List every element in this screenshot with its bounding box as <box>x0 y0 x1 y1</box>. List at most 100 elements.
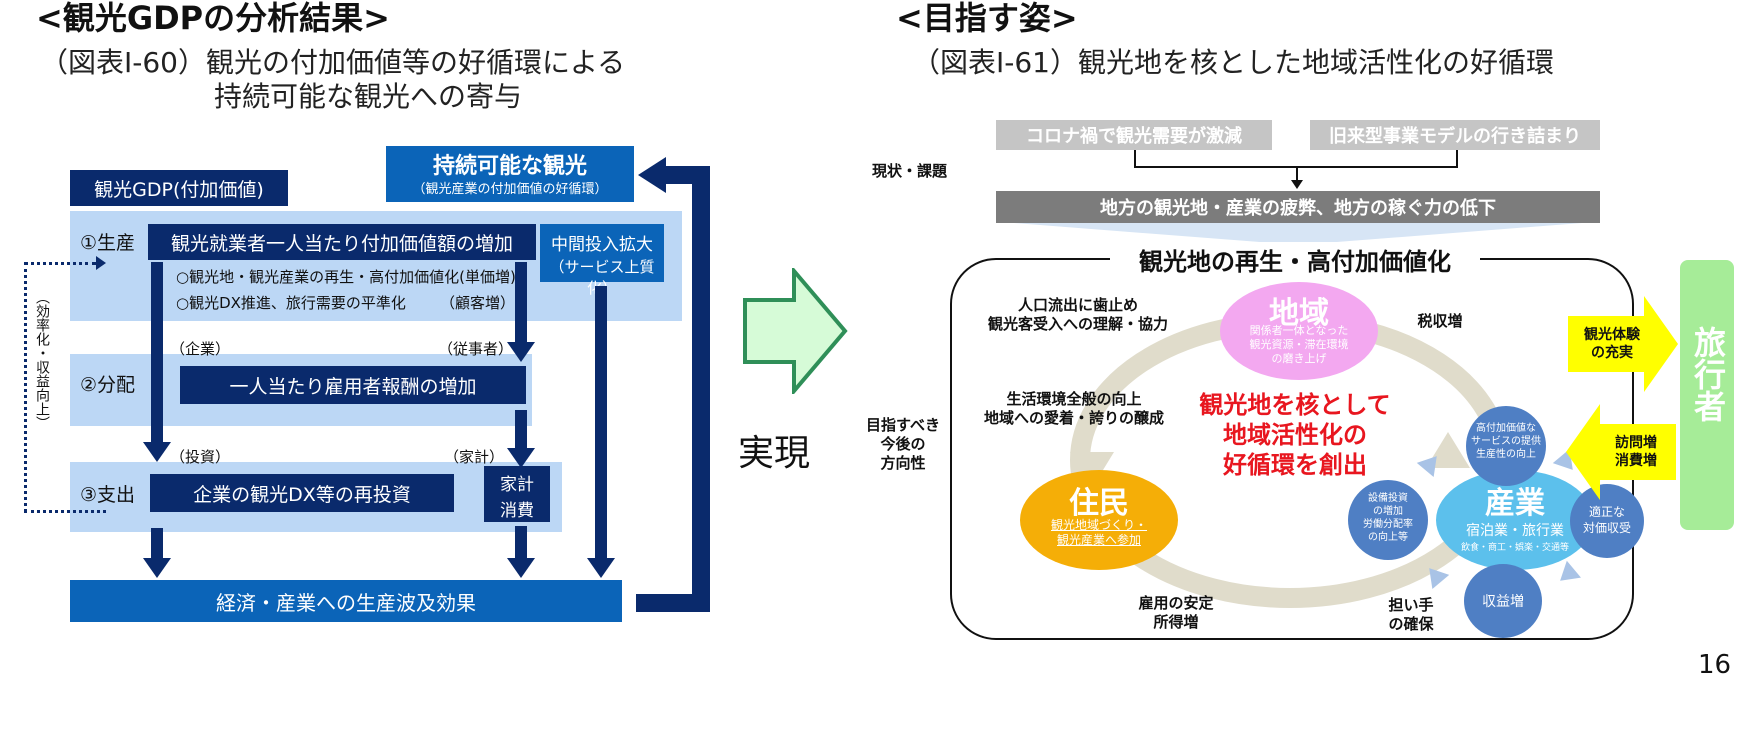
fair-price-text: 適正な 対価収受 <box>1570 504 1644 536</box>
right-caption: （図表Ⅰ-61）観光地を核とした地域活性化の好循環 <box>912 46 1554 79</box>
row3-right-tag: （家計） <box>444 448 505 466</box>
left-caption-line1: （図表Ⅰ-60）観光の付加価値等の好循環による <box>40 46 626 79</box>
bearer-line1: 担い手 <box>1388 596 1434 614</box>
industry-sub2: 飲食・商工・娯楽・交通等 <box>1460 543 1569 553</box>
page-number: 16 <box>1698 650 1732 680</box>
yellow-arrow-experience-text: 観光体験 の充実 <box>1574 326 1650 362</box>
issue-covid: コロナ禍で観光需要が激減 <box>996 120 1272 150</box>
circle-high-value: 高付加価値な サービスの提供 生産性の向上 <box>1466 406 1546 486</box>
experience-line2: の充実 <box>1591 345 1633 361</box>
employment-line1: 雇用の安定 <box>1138 594 1214 612</box>
circle-investment: 設備投資 の増加 労働分配率 の向上等 <box>1348 480 1428 560</box>
investment-2: の増加 <box>1373 506 1403 517</box>
row2-box: 一人当たり雇用者報酬の増加 <box>180 366 526 404</box>
issue-result-bar: 地方の観光地・産業の疲弊、地方の稼ぐ力の低下 <box>996 191 1600 223</box>
sustainable-title: 持続可能な観光 <box>432 154 587 179</box>
traveler-label: 旅行者 <box>1689 326 1727 422</box>
resident-sub-1: 観光地域づくり・ <box>1050 518 1147 532</box>
high-value-2: サービスの提供 <box>1471 436 1541 447</box>
industry-title: 産業 <box>1485 486 1545 521</box>
intermediate-input-line2: （サービス上質化） <box>549 258 655 297</box>
issues-stem-arrowhead <box>1291 180 1303 189</box>
high-value-1: 高付加価値な <box>1476 423 1536 434</box>
gdp-tag: 観光GDP(付加価値) <box>70 170 288 206</box>
resident-bubble: 住民 観光地域づくり・ 観光産業へ参加 <box>1020 470 1178 570</box>
loop-top-bar <box>664 166 710 184</box>
intermediate-input-box: 中間投入拡大 （サービス上質化） <box>540 224 664 297</box>
fair-price-2: 対価収受 <box>1582 521 1631 535</box>
region-title: 地域 <box>1269 296 1329 331</box>
row1-note1: ○観光地・観光産業の再生・高付加価値化(単価増) <box>176 268 516 286</box>
circle-revenue: 収益増 <box>1464 564 1542 638</box>
issue-old-model: 旧来型事業モデルの行き詰まり <box>1310 120 1600 150</box>
feedback-dotted-line <box>24 262 27 512</box>
population-line1: 人口流出に歯止め <box>1017 296 1138 314</box>
row2-label: ②分配 <box>80 374 136 396</box>
current-issues-label: 現状・課題 <box>872 162 948 180</box>
economic-ripple-bar: 経済・産業への生産波及効果 <box>70 580 622 622</box>
industry-bubble: 産業 宿泊業・旅行業 飲食・商工・娯楽・交通等 <box>1436 470 1594 570</box>
frame-title: 観光地の再生・高付加価値化 <box>1110 242 1480 276</box>
fair-price-1: 適正な <box>1588 505 1625 519</box>
sustainable-tourism-box: 持続可能な観光 （観光産業の付加価値の好循環） <box>386 146 634 202</box>
household-line2: 消費 <box>500 501 534 521</box>
arrow-investment-to-economy <box>142 528 172 578</box>
center-line-2: 地域活性化の <box>1223 421 1367 449</box>
direction-label-2: 今後の <box>880 435 926 453</box>
resident-subtext: 観光地域づくり・ 観光産業へ参加 <box>1020 518 1178 548</box>
direction-label-1: 目指すべき <box>866 416 940 434</box>
household-line1: 家計 <box>500 475 534 495</box>
left-caption-line2: 持続可能な観光への寄与 <box>214 80 523 113</box>
row1-label: ①生産 <box>80 232 136 254</box>
row3-left-tag: （投資） <box>170 448 231 466</box>
result-funnel <box>1014 223 1582 245</box>
row1-note2-suffix: （顧客増） <box>440 294 516 312</box>
loop-bottom-bar <box>636 594 710 612</box>
text-living: 生活環境全般の向上 地域への愛着・誇りの醸成 <box>972 390 1176 428</box>
industry-sub1: 宿泊業・旅行業 <box>1466 523 1564 539</box>
yellow-arrow-experience <box>1568 296 1678 392</box>
yellow-arrow-visits <box>1566 404 1676 500</box>
employment-line2: 所得増 <box>1153 613 1199 631</box>
investment-3: 労働分配率 <box>1363 519 1413 530</box>
center-line-1: 観光地を核として <box>1199 391 1391 419</box>
right-heading: <目指す姿> <box>896 0 1078 37</box>
loop-arrowhead <box>638 157 666 193</box>
arrow-company-to-investment <box>142 262 172 462</box>
text-tax: 税収増 <box>1417 312 1463 330</box>
region-sub-1: 関係者一体となった <box>1249 324 1349 337</box>
region-subtext: 関係者一体となった 観光資源・滞在環境 の磨き上げ <box>1220 324 1378 366</box>
region-bubble: 地域 関係者一体となった 観光資源・滞在環境 の磨き上げ <box>1220 282 1378 380</box>
circle-fair-price: 適正な 対価収受 <box>1570 484 1644 558</box>
feedback-dotted-top <box>24 262 96 265</box>
investment-4: の向上等 <box>1368 532 1408 543</box>
row1-box: 観光就業者一人当たり付加価値額の増加 <box>148 224 536 260</box>
row3-box: 企業の観光DX等の再投資 <box>150 474 454 512</box>
resident-sub-2: 観光産業へ参加 <box>1056 533 1141 547</box>
resident-title: 住民 <box>1069 486 1129 521</box>
text-employment: 雇用の安定 所得増 <box>1126 594 1226 632</box>
bearer-line2: の確保 <box>1388 615 1434 633</box>
high-value-3: 生産性の向上 <box>1476 449 1536 460</box>
direction-label: 目指すべき 今後の 方向性 <box>866 416 940 473</box>
left-heading: <観光GDPの分析結果> <box>36 0 390 37</box>
row1-note2: ○観光DX推進、旅行需要の平準化 <box>176 294 406 312</box>
row2-right-tag: （従事者） <box>438 340 514 358</box>
loop-right-bar <box>692 166 710 612</box>
intermediate-input-line1: 中間投入拡大 <box>551 235 653 255</box>
feedback-dotted-bottom <box>24 510 106 513</box>
investment-text: 設備投資 の増加 労働分配率 の向上等 <box>1348 492 1428 544</box>
visits-line1: 訪問増 <box>1615 435 1657 451</box>
direction-label-3: 方向性 <box>880 454 926 472</box>
feedback-label: （効率化・収益向上） <box>34 290 50 430</box>
row3-label: ③支出 <box>80 484 136 506</box>
population-line2: 観光客受入への理解・協力 <box>987 315 1168 333</box>
text-bearer: 担い手 の確保 <box>1376 596 1446 634</box>
arrow-to-household <box>506 410 536 468</box>
yellow-arrow-visits-text: 訪問増 消費増 <box>1598 434 1674 470</box>
center-message: 観光地を核として 地域活性化の 好循環を創出 <box>1180 390 1410 480</box>
sustainable-subtitle: （観光産業の付加価値の好循環） <box>412 182 608 197</box>
arrow-intermediate-to-economy <box>586 286 616 578</box>
issues-merge-connector <box>1134 150 1458 168</box>
realize-label: 実現 <box>738 433 811 474</box>
